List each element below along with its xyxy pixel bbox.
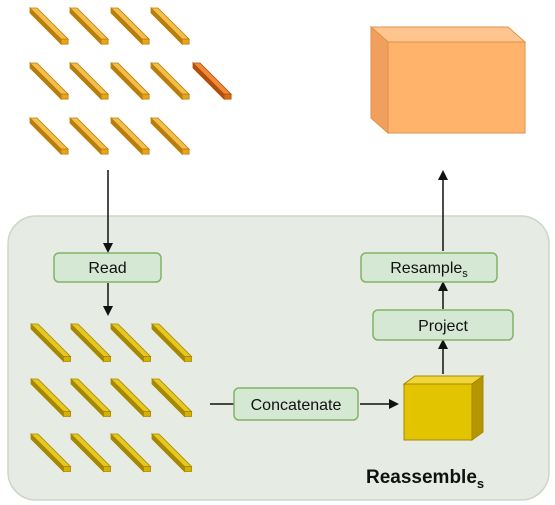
project-box-label: Project [418,318,468,335]
input-token [69,62,110,101]
read-token [30,433,72,473]
input-token [29,62,70,101]
input-token [150,62,191,101]
read-token [151,433,193,473]
read-token [151,323,193,363]
read-token [110,323,152,363]
input-token-grid [29,7,233,156]
project-box: Project [372,309,514,341]
input-token [150,117,191,156]
input-token [110,7,151,46]
diagram-title: Reassembles [366,467,484,491]
concatenate-box-label: Concatenate [251,397,342,414]
resample-label-main: Resample [390,260,462,277]
input-token [69,117,110,156]
read-token [30,378,72,418]
read-token [70,323,112,363]
read-token-grid [30,323,193,473]
read-token [110,378,152,418]
diagram-title-subscript: s [477,476,484,491]
resample-box-label: Resamples [390,260,468,280]
input-token [69,7,110,46]
concatenate-box: Concatenate [233,387,359,421]
read-token [110,433,152,473]
read-token [70,378,112,418]
read-token [151,378,193,418]
read-token [70,433,112,473]
output-feature-map [369,25,527,135]
diagram-title-main: Reassemble [366,467,477,488]
input-token [150,7,191,46]
input-token [110,117,151,156]
input-token [110,62,151,101]
resample-label-subscript: s [462,268,468,280]
read-box: Read [53,252,162,283]
read-token [30,323,72,363]
input-token [29,117,70,156]
read-box-label: Read [88,260,126,277]
resample-box: Resamples [360,252,498,283]
concat-feature-block [402,375,485,441]
input-token [29,7,70,46]
highlighted-token [192,62,233,101]
